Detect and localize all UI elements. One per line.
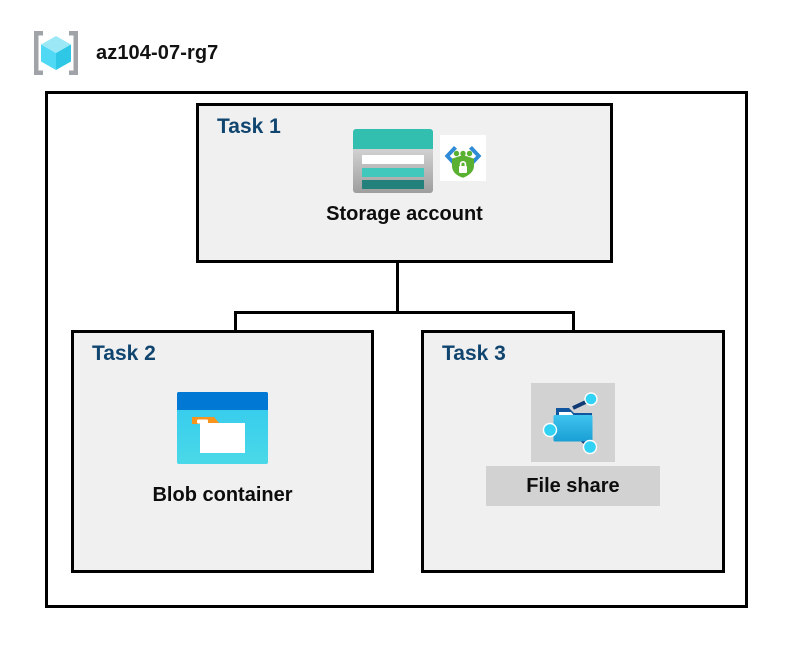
storage-account-icon-row xyxy=(352,128,486,194)
task-3-label: Task 3 xyxy=(442,342,506,365)
file-share-icon xyxy=(542,390,604,456)
file-share-caption-highlight: File share xyxy=(486,466,660,506)
file-share-icon-highlight xyxy=(531,383,615,462)
page-title: az104-07-rg7 xyxy=(96,41,219,64)
storage-account-node[interactable]: Storage account xyxy=(199,128,610,225)
connector-horizontal-bar xyxy=(234,311,575,314)
task-2-box[interactable]: Task 2 xyxy=(71,330,374,573)
resource-group-header: az104-07-rg7 xyxy=(30,28,218,78)
storage-account-caption: Storage account xyxy=(326,203,483,225)
task-3-box[interactable]: Task 3 xyxy=(421,330,725,573)
task-1-box[interactable]: Task 1 xyxy=(196,103,613,263)
private-endpoint-icon xyxy=(439,128,486,181)
blob-container-node[interactable]: Blob container xyxy=(74,391,371,506)
blob-container-icon xyxy=(176,391,269,465)
connector-trunk xyxy=(396,263,399,313)
task-2-label: Task 2 xyxy=(92,342,156,365)
resource-group-icon xyxy=(30,28,82,78)
file-share-node[interactable]: File share xyxy=(424,383,722,506)
file-share-caption: File share xyxy=(526,475,620,497)
storage-account-icon xyxy=(352,128,434,194)
task-1-label: Task 1 xyxy=(217,115,281,138)
blob-container-caption: Blob container xyxy=(152,484,293,506)
